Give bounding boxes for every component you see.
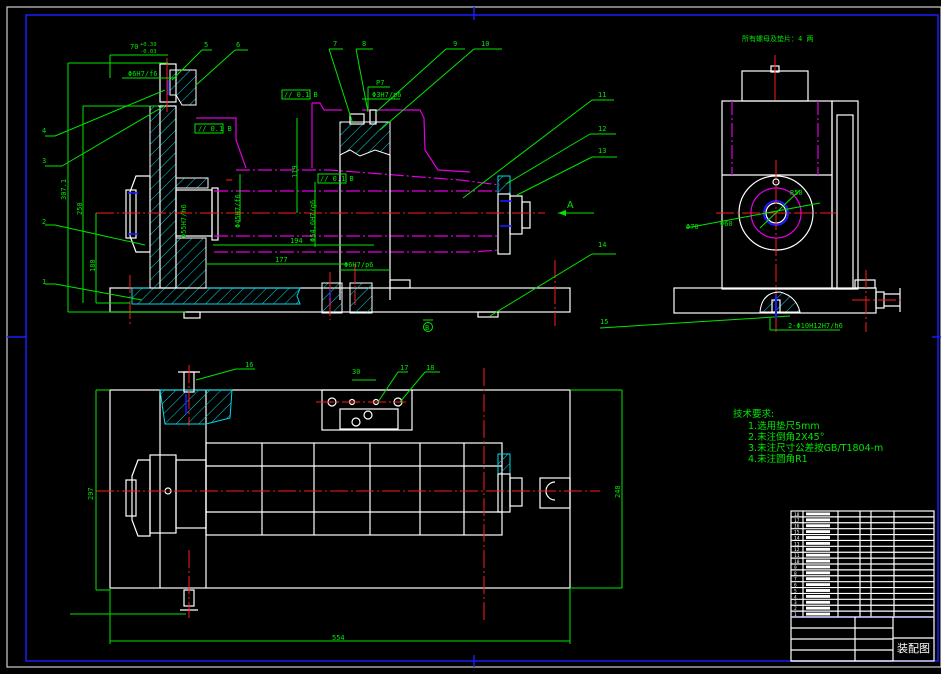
tech-req-item: 4.未注圆角R1 bbox=[748, 453, 808, 465]
dim-554: 554 bbox=[332, 634, 345, 642]
title-block-row-number: 18 bbox=[794, 512, 800, 518]
balloon-7: 7 bbox=[333, 40, 337, 48]
front-view: A B 307.1 250 180 70 +0.39 -0.03 Φ6H7/f6… bbox=[42, 40, 791, 332]
title-block-row-name bbox=[806, 600, 830, 604]
balloon-13: 13 bbox=[598, 147, 606, 155]
balloon-14: 14 bbox=[598, 241, 606, 249]
title-block-row-number: 15 bbox=[794, 530, 800, 536]
dim-fit-6h7p6: Φ6H7/p6 bbox=[344, 261, 374, 269]
balloon-5: 5 bbox=[204, 41, 208, 49]
dim-phi60: Φ60 bbox=[720, 220, 733, 228]
balloon-4: 4 bbox=[42, 127, 46, 135]
balloon-18: 18 bbox=[426, 364, 434, 372]
title-block-row-number: 9 bbox=[794, 565, 797, 571]
balloon-8: 8 bbox=[362, 40, 366, 48]
dim-248: 248 bbox=[614, 485, 622, 498]
dim-p7: P7 bbox=[376, 79, 384, 87]
balloon-17: 17 bbox=[400, 364, 408, 372]
title-block-name: 装配图 bbox=[897, 642, 930, 655]
title-block-row-number: 14 bbox=[794, 535, 800, 541]
title-block-row-name bbox=[806, 571, 830, 575]
dim-30: 30 bbox=[352, 368, 360, 376]
balloon-10: 10 bbox=[481, 40, 489, 48]
title-block-row-number: 16 bbox=[794, 524, 800, 530]
dim-177: 177 bbox=[275, 256, 288, 264]
top-view: 30 297 248 554 16 bbox=[70, 361, 623, 644]
dim-70-tol-low: -0.03 bbox=[140, 49, 157, 55]
tech-req-heading: 技术要求: bbox=[733, 408, 774, 420]
dim-70: 70 bbox=[130, 43, 138, 51]
dim-fit-55: Φ55H7/h6 bbox=[180, 204, 188, 238]
tech-req-item: 1.选用垫尺5mm bbox=[748, 420, 820, 432]
tech-req-item: 3.未注尺寸公差按GB/T1804-m bbox=[748, 442, 883, 454]
side-view: 所有螺母及垫片：4 两 Φ70 Φ60 R50 2-Φ10H12H7/h6 bbox=[673, 34, 904, 332]
tech-req-item: 2.未注倒角2X45° bbox=[748, 431, 824, 443]
title-block-row-name bbox=[806, 589, 830, 592]
title-block-row-number: 11 bbox=[794, 553, 800, 559]
dim-r50: R50 bbox=[790, 189, 803, 197]
title-block-row-number: 3 bbox=[794, 600, 797, 606]
top-note: 所有螺母及垫片：4 两 bbox=[742, 34, 813, 43]
dim-fit-6h7: Φ6H7/f6 bbox=[128, 70, 158, 78]
dim-phi70: Φ70 bbox=[686, 223, 699, 231]
title-block-row-name bbox=[806, 541, 830, 545]
inner-frame bbox=[25, 14, 939, 662]
dim-fit-3h7: Φ3H7/p6 bbox=[372, 91, 402, 99]
dim-fit-54: Φ54.6H7/g6 bbox=[309, 200, 317, 242]
title-block-row-name bbox=[806, 530, 830, 534]
dim-base-pins: 2-Φ10H12H7/h6 bbox=[788, 322, 843, 330]
title-block-row-number: 7 bbox=[794, 577, 797, 583]
leader-lines bbox=[45, 48, 791, 329]
section-marker: B bbox=[425, 324, 429, 332]
title-block-row-name bbox=[806, 565, 830, 569]
title-block-row-number: 10 bbox=[794, 559, 800, 565]
balloon-2: 2 bbox=[42, 218, 46, 226]
title-block-row-name bbox=[806, 518, 830, 522]
title-block-row-name bbox=[806, 547, 830, 551]
title-block-row-number: 12 bbox=[794, 547, 800, 553]
title-block-row-number: 2 bbox=[794, 606, 797, 612]
dim-307: 307.1 bbox=[60, 179, 68, 200]
title-block-row-name bbox=[806, 606, 830, 610]
tol-frame-3: // 0.1 B bbox=[320, 175, 354, 183]
view-a-label: A bbox=[567, 200, 574, 211]
title-block-row-number: 8 bbox=[794, 571, 797, 577]
title-block-row-name bbox=[806, 583, 830, 587]
balloon-9: 9 bbox=[453, 40, 457, 48]
dim-119: 119 bbox=[291, 165, 299, 178]
title-block-row-number: 6 bbox=[794, 583, 797, 589]
title-block-row-name bbox=[806, 577, 830, 581]
title-block-row-name bbox=[806, 612, 830, 616]
dim-fit-45: Φ45H7/f6 bbox=[234, 194, 242, 228]
balloon-16: 16 bbox=[245, 361, 253, 369]
title-block-row-number: 13 bbox=[794, 541, 800, 547]
balloon-15: 15 bbox=[600, 318, 608, 326]
technical-requirements: 技术要求: 1.选用垫尺5mm 2.未注倒角2X45° 3.未注尺寸公差按GB/… bbox=[733, 408, 883, 465]
title-block-row-name bbox=[806, 536, 830, 539]
balloon-6: 6 bbox=[236, 41, 240, 49]
balloon-1: 1 bbox=[42, 278, 46, 286]
balloon-12: 12 bbox=[598, 125, 606, 133]
balloon-3: 3 bbox=[42, 157, 46, 165]
title-block-row-name bbox=[806, 553, 830, 557]
tol-frame-2: // 0.1 B bbox=[284, 91, 318, 99]
dim-180: 180 bbox=[89, 259, 97, 272]
title-block-row-number: 1 bbox=[794, 612, 797, 618]
title-block-row-number: 4 bbox=[794, 594, 797, 600]
title-block-row-number: 17 bbox=[794, 518, 800, 524]
title-block-row-name bbox=[806, 512, 830, 516]
dim-297: 297 bbox=[87, 487, 95, 500]
title-block-row-name bbox=[806, 559, 830, 563]
dim-70-tol-up: +0.39 bbox=[140, 42, 157, 48]
dim-194: 194 bbox=[290, 237, 303, 245]
title-block-row-name bbox=[806, 594, 830, 598]
tol-frame-1: // 0.1 B bbox=[198, 125, 232, 133]
title-block-row-number: 5 bbox=[794, 588, 797, 594]
dim-250: 250 bbox=[76, 202, 84, 215]
balloon-11: 11 bbox=[598, 91, 606, 99]
title-block-row-name bbox=[806, 524, 830, 528]
